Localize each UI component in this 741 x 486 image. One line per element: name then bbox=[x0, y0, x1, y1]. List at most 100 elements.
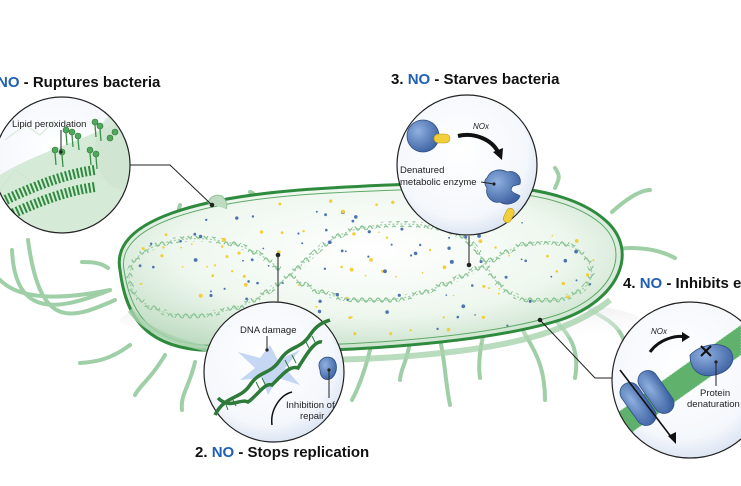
cytoplasm-particle bbox=[504, 275, 508, 279]
cytoplasm-particle bbox=[243, 282, 248, 287]
cytoplasm-particle bbox=[445, 294, 448, 296]
cytoplasm-particle bbox=[301, 242, 304, 245]
cytoplasm-particle bbox=[230, 270, 234, 273]
cytoplasm-particle bbox=[446, 327, 451, 332]
cytoplasm-particle bbox=[222, 237, 226, 242]
cytoplasm-particle bbox=[193, 258, 198, 262]
cytoplasm-particle bbox=[297, 232, 300, 235]
cytoplasm-particle bbox=[452, 294, 455, 297]
inhibition-of-label: Inhibition of bbox=[286, 400, 335, 411]
dna-double-helix bbox=[213, 318, 331, 416]
cytoplasm-particle bbox=[205, 218, 208, 222]
cytoplasm-particle bbox=[592, 259, 595, 262]
cytoplasm-particle bbox=[256, 281, 259, 285]
blocked-repair-arrow-icon bbox=[271, 391, 293, 426]
cytoplasm-particle bbox=[555, 270, 559, 273]
cytoplasm-particle bbox=[410, 254, 413, 257]
reaction-arrow-icon bbox=[457, 133, 500, 154]
cytoplasm-particle bbox=[340, 249, 344, 253]
cytoplasm-particle bbox=[419, 243, 422, 247]
dna-damage-label: DNA damage bbox=[240, 325, 297, 336]
cytoplasm-particle bbox=[378, 231, 380, 233]
cytoplasm-particle bbox=[223, 287, 226, 290]
cytoplasm-particle bbox=[397, 293, 401, 297]
cytoplasm-particle bbox=[449, 259, 454, 264]
cytoplasm-particle bbox=[353, 332, 357, 336]
cytoplasm-particle bbox=[497, 292, 500, 295]
cytoplasm-particle bbox=[566, 295, 570, 299]
cytoplasm-particle bbox=[367, 230, 371, 234]
cytoplasm-particle bbox=[550, 275, 553, 278]
denatured-enzyme-icon bbox=[484, 169, 521, 205]
denatured-label: Denatured bbox=[400, 165, 444, 176]
denatured-protein-icon bbox=[689, 344, 734, 377]
no-agent-label: NO bbox=[407, 71, 431, 88]
cytoplasm-particle bbox=[421, 272, 424, 274]
cytoplasm-particle bbox=[350, 316, 353, 318]
cytoplasm-particle bbox=[164, 233, 168, 237]
panel-1-title: NO - Ruptures bacteria bbox=[0, 74, 160, 91]
cytoplasm-particle bbox=[235, 216, 239, 220]
cytoplasm-particle bbox=[317, 309, 322, 314]
cytoplasm-particle bbox=[479, 260, 483, 264]
panel-4-title: 4. NO - Inhibits ef bbox=[623, 275, 741, 292]
cytoplasm-particle bbox=[247, 280, 250, 283]
cytoplasm-particle bbox=[428, 248, 432, 252]
cytoplasm-particle bbox=[242, 259, 244, 262]
cytoplasm-particle bbox=[385, 236, 389, 239]
cytoplasm-particle bbox=[160, 254, 164, 258]
metabolic-enzyme-icon bbox=[406, 119, 440, 153]
cytoplasm-particle bbox=[506, 324, 509, 327]
cytoplasm-particle bbox=[436, 327, 439, 331]
cytoplasm-particle bbox=[524, 259, 527, 263]
metabolic-enzyme-label: metabolic enzyme bbox=[400, 177, 477, 188]
cytoplasm-particle bbox=[575, 279, 578, 282]
cytoplasm-particle bbox=[369, 258, 373, 262]
cytoplasm-particle bbox=[267, 265, 270, 267]
cytoplasm-particle bbox=[193, 232, 197, 236]
cytoplasm-particle bbox=[141, 247, 145, 251]
cytoplasm-particle bbox=[198, 234, 203, 239]
cytoplasm-particle bbox=[477, 234, 481, 238]
cytoplasm-particle bbox=[251, 215, 255, 218]
callout-connectors bbox=[130, 164, 612, 379]
cytoplasm-particle bbox=[383, 269, 387, 274]
panel-1-lens: Lipid peroxidation bbox=[0, 96, 131, 234]
cytoplasm-particle bbox=[152, 265, 155, 269]
cytoplasm-particle bbox=[481, 315, 485, 319]
released-substrate-icon bbox=[503, 207, 515, 223]
cytoplasm-particle bbox=[315, 305, 318, 308]
cytoplasm-particle bbox=[346, 298, 349, 301]
cytoplasm-particle bbox=[498, 287, 501, 290]
cytoplasm-particle bbox=[508, 254, 511, 257]
cytoplasm-particle bbox=[521, 222, 523, 224]
cytoplasm-particle bbox=[461, 304, 466, 309]
cytoplasm-particle bbox=[494, 246, 497, 249]
cytoplasm-particle bbox=[589, 283, 592, 286]
cytoplasm-particle bbox=[520, 258, 523, 261]
repair-label: repair bbox=[300, 411, 324, 422]
panel-2-title: 2. NO - Stops replication bbox=[195, 444, 370, 461]
cytoplasm-particle bbox=[325, 228, 328, 232]
panel-3-title: 3. NO - Starves bacteria bbox=[391, 71, 560, 88]
cytoplasm-particle bbox=[482, 284, 486, 288]
panel-2-lens: DNA damage Inhibition of repair bbox=[203, 301, 345, 443]
cytoplasm-particle bbox=[250, 258, 254, 262]
cytoplasm-particle bbox=[391, 200, 395, 204]
cytoplasm-particle bbox=[354, 215, 358, 219]
cytoplasm-particle bbox=[478, 239, 483, 244]
cytoplasm-particles bbox=[138, 199, 595, 336]
denaturation-label: denaturation bbox=[687, 399, 740, 410]
cytoplasm-particle bbox=[138, 264, 142, 268]
cytoplasm-particle bbox=[551, 234, 554, 237]
nox-label: NOx bbox=[473, 122, 490, 131]
bacterium-cell bbox=[117, 182, 624, 363]
cytoplasm-particle bbox=[346, 296, 349, 300]
cytoplasm-particle bbox=[348, 316, 352, 320]
cytoplasm-particle bbox=[464, 235, 468, 239]
no-agent-label: NO bbox=[0, 74, 20, 91]
cytoplasm-particle bbox=[389, 332, 393, 336]
cytoplasm-particle bbox=[456, 315, 460, 319]
cytoplasm-particle bbox=[179, 239, 182, 243]
cytoplasm-particle bbox=[574, 239, 579, 243]
